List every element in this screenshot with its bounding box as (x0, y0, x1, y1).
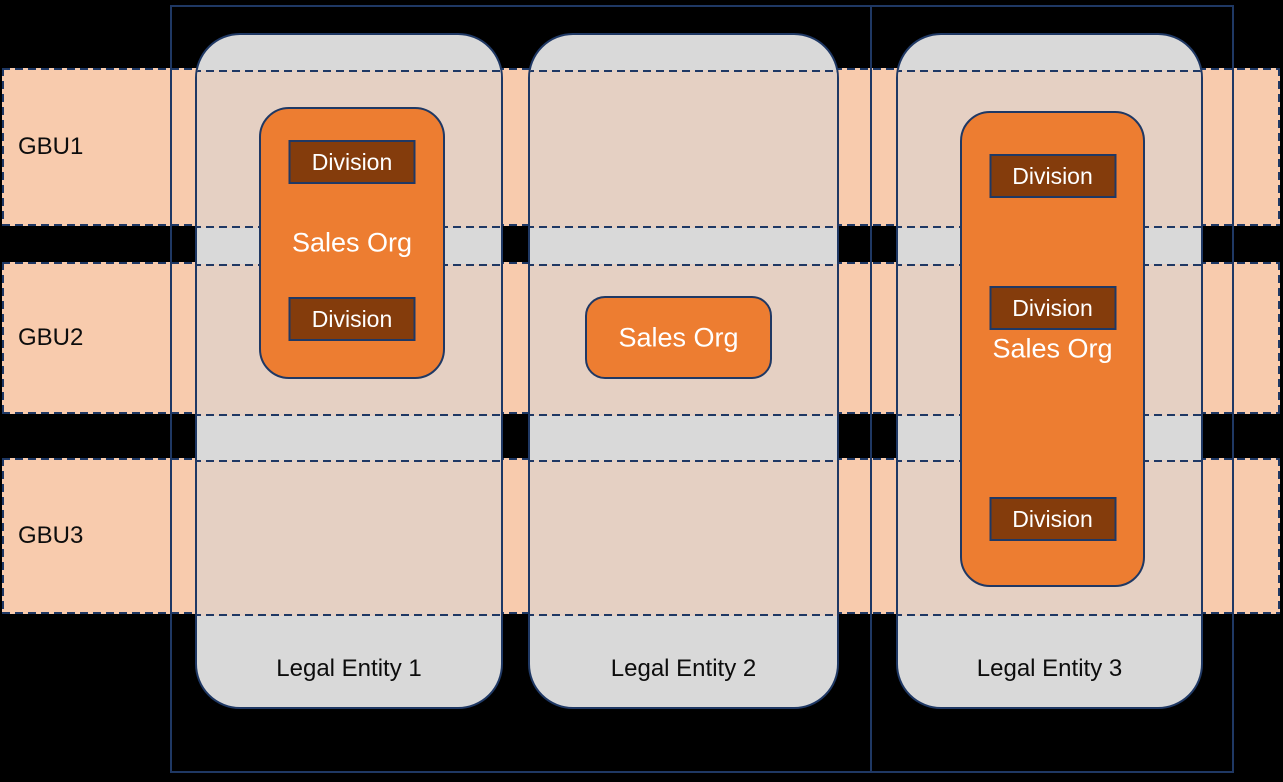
division-box: Division (288, 297, 416, 341)
gbu-band-1-label: GBU1 (18, 133, 84, 160)
legal-entity-3-label: Legal Entity 3 (976, 655, 1123, 682)
band-dashed-edge-right (1278, 262, 1280, 414)
division-box: Division (989, 286, 1116, 330)
sales-org-le2: Sales Org (585, 296, 772, 379)
legal-entity-1-label: Legal Entity 1 (276, 655, 422, 682)
division-box: Division (288, 140, 416, 184)
sales-org-label: Sales Org (992, 333, 1113, 364)
outer-frame-left (170, 5, 872, 773)
gbu-overlap-row-3 (197, 460, 501, 616)
division-box: Division (989, 154, 1116, 198)
sales-org-le3: Division Division Sales Org Division (960, 111, 1145, 587)
sales-org-label: Sales Org (291, 227, 413, 258)
band-dashed-edge-left (2, 262, 4, 414)
sales-org-label: Sales Org (618, 322, 739, 352)
gbu-overlap-row-1 (530, 70, 837, 228)
outer-frame-right (870, 5, 1234, 773)
legal-entity-1: Division Sales Org Division Legal Entity… (195, 33, 503, 709)
band-dashed-edge-right (1278, 68, 1280, 226)
gbu-band-3-label: GBU3 (18, 522, 84, 549)
gbu-band-2-label: GBU2 (18, 324, 84, 351)
gbu-overlap-row-3 (530, 460, 837, 616)
band-dashed-edge-left (2, 458, 4, 614)
division-box: Division (989, 497, 1116, 541)
legal-entity-3: Division Division Sales Org Division Leg… (896, 33, 1203, 709)
sales-org-le1: Division Sales Org Division (259, 107, 445, 379)
band-dashed-edge-right (1278, 458, 1280, 614)
band-dashed-edge-left (2, 68, 4, 226)
legal-entity-2: Sales Org Legal Entity 2 (528, 33, 839, 709)
legal-entity-2-label: Legal Entity 2 (610, 655, 757, 682)
